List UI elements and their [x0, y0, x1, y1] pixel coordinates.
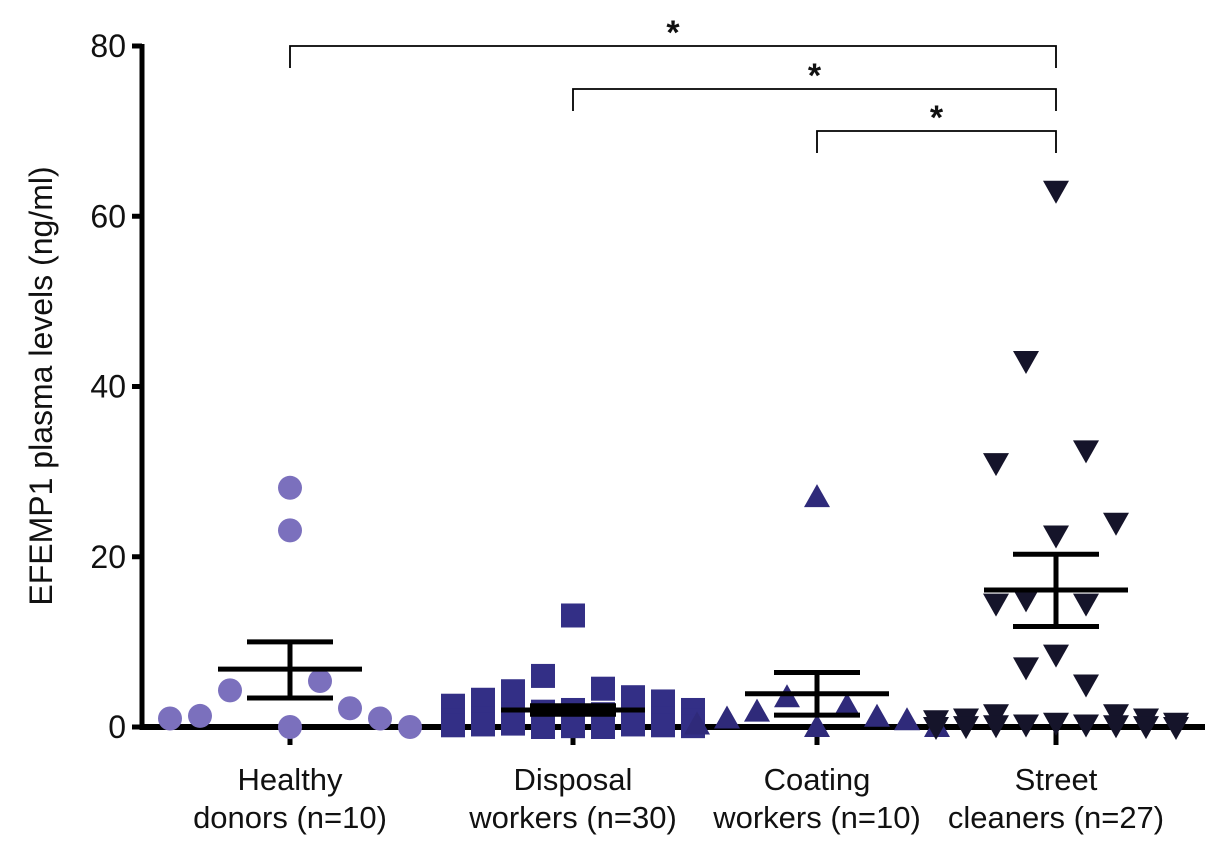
data-point — [983, 715, 1009, 739]
data-point — [338, 696, 362, 721]
y-tick-label: 80 — [90, 28, 126, 64]
data-point — [561, 603, 585, 628]
data-point — [744, 698, 770, 722]
x-tick-label: workers (n=30) — [468, 800, 677, 835]
data-point — [278, 475, 302, 500]
x-tick-label: Street — [1015, 762, 1098, 797]
data-point — [923, 717, 949, 740]
data-point — [804, 714, 830, 737]
data-point — [1103, 715, 1129, 739]
data-point — [158, 706, 182, 731]
data-point — [188, 703, 212, 728]
x-tick-label: cleaners (n=27) — [948, 800, 1164, 835]
data-point — [1073, 714, 1099, 738]
series-group-1 — [441, 603, 705, 739]
data-point — [894, 707, 920, 731]
data-point — [834, 692, 860, 716]
data-point — [471, 712, 495, 737]
significance-bracket — [816, 130, 1057, 153]
data-point — [278, 715, 302, 739]
series-group-3 — [923, 180, 1189, 740]
significance-label: * — [930, 99, 944, 137]
x-tick-label: workers (n=10) — [712, 800, 921, 835]
data-point — [531, 715, 555, 739]
significance-bracket — [572, 88, 1057, 111]
data-point — [398, 715, 422, 739]
y-axis-label: EFEMP1 plasma levels (ng/ml) — [23, 166, 59, 605]
data-point — [1043, 712, 1069, 736]
x-tick-label: Coating — [764, 762, 871, 797]
data-point — [804, 484, 830, 508]
data-point — [561, 714, 585, 739]
data-point — [591, 715, 615, 739]
data-point — [684, 711, 710, 735]
data-point — [1013, 350, 1039, 374]
data-point — [1043, 180, 1069, 204]
y-tick-label: 20 — [90, 539, 126, 575]
data-point — [864, 703, 890, 727]
data-point — [368, 706, 392, 731]
data-point — [1013, 714, 1039, 738]
data-point — [1073, 593, 1099, 617]
data-point — [1103, 512, 1129, 536]
data-point — [1073, 674, 1099, 698]
y-tick-label: 60 — [90, 198, 126, 234]
data-point — [983, 593, 1009, 617]
data-point — [953, 716, 979, 740]
data-point — [531, 663, 555, 688]
data-point — [621, 712, 645, 737]
data-point — [651, 713, 675, 738]
x-tick-label: Healthy — [237, 762, 343, 797]
data-point — [983, 453, 1009, 477]
data-point — [278, 518, 302, 543]
significance-label: * — [808, 57, 822, 95]
significance-label: * — [666, 14, 680, 52]
y-tick-label: 0 — [108, 709, 126, 745]
x-tick-label: donors (n=10) — [193, 800, 387, 835]
data-point — [218, 678, 242, 703]
data-point — [1043, 644, 1069, 668]
data-point — [501, 679, 525, 704]
data-point — [714, 705, 740, 729]
data-point — [1133, 716, 1159, 740]
data-point — [591, 676, 615, 701]
data-point — [1163, 717, 1189, 740]
significance-bracket — [289, 45, 1057, 68]
data-point — [441, 713, 465, 738]
data-point — [308, 669, 332, 694]
series-group-0 — [158, 475, 422, 739]
data-point — [501, 711, 525, 736]
data-point — [1013, 657, 1039, 681]
data-point — [1073, 440, 1099, 464]
data-point — [1043, 525, 1069, 549]
x-tick-label: Disposal — [514, 762, 633, 797]
y-tick-label: 40 — [90, 369, 126, 405]
data-point — [1013, 589, 1039, 613]
